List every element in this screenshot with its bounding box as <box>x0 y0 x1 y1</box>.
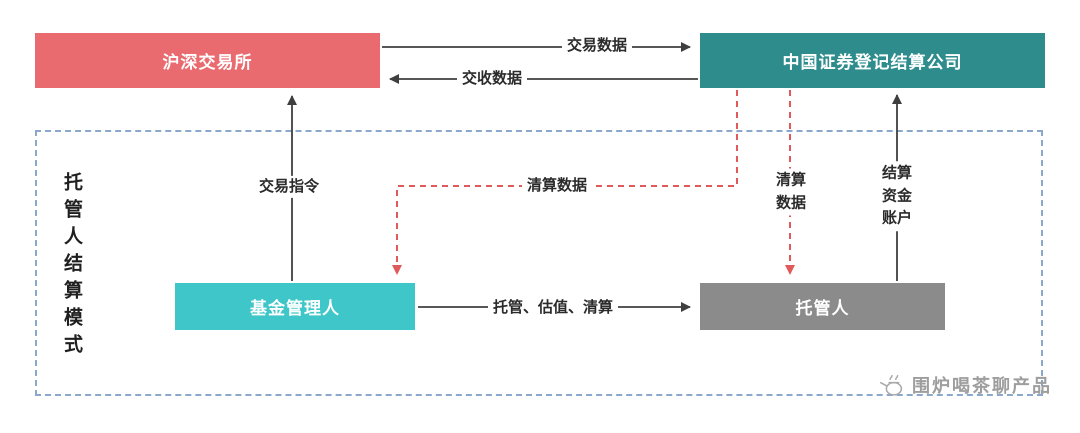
label-trade-data: 交易数据 <box>561 34 633 58</box>
watermark: 围炉喝茶聊产品 <box>877 372 1052 398</box>
node-fund-manager: 基金管理人 <box>175 283 415 330</box>
watermark-text: 围炉喝茶聊产品 <box>912 376 1052 396</box>
teapot-icon <box>880 374 903 396</box>
label-clearing-data-to-fund-manager: 清算数据 <box>521 174 593 198</box>
node-china-securities-depository-clearing: 中国证券登记结算公司 <box>700 33 1045 88</box>
label-settlement-data: 交收数据 <box>456 67 528 91</box>
label-settlement-fund-account: 结算资金账户 <box>878 161 916 231</box>
frame-title: 托管人结算模式 <box>61 172 82 361</box>
label-clearing-data-to-custodian: 清算数据 <box>772 168 810 216</box>
label-trade-instruction: 交易指令 <box>253 175 325 199</box>
label-custody-valuation-clearing: 托管、估值、清算 <box>487 296 619 320</box>
node-custodian: 托管人 <box>700 283 945 330</box>
node-stock-exchanges: 沪深交易所 <box>35 33 380 88</box>
settlement-mode-frame <box>35 130 1043 396</box>
